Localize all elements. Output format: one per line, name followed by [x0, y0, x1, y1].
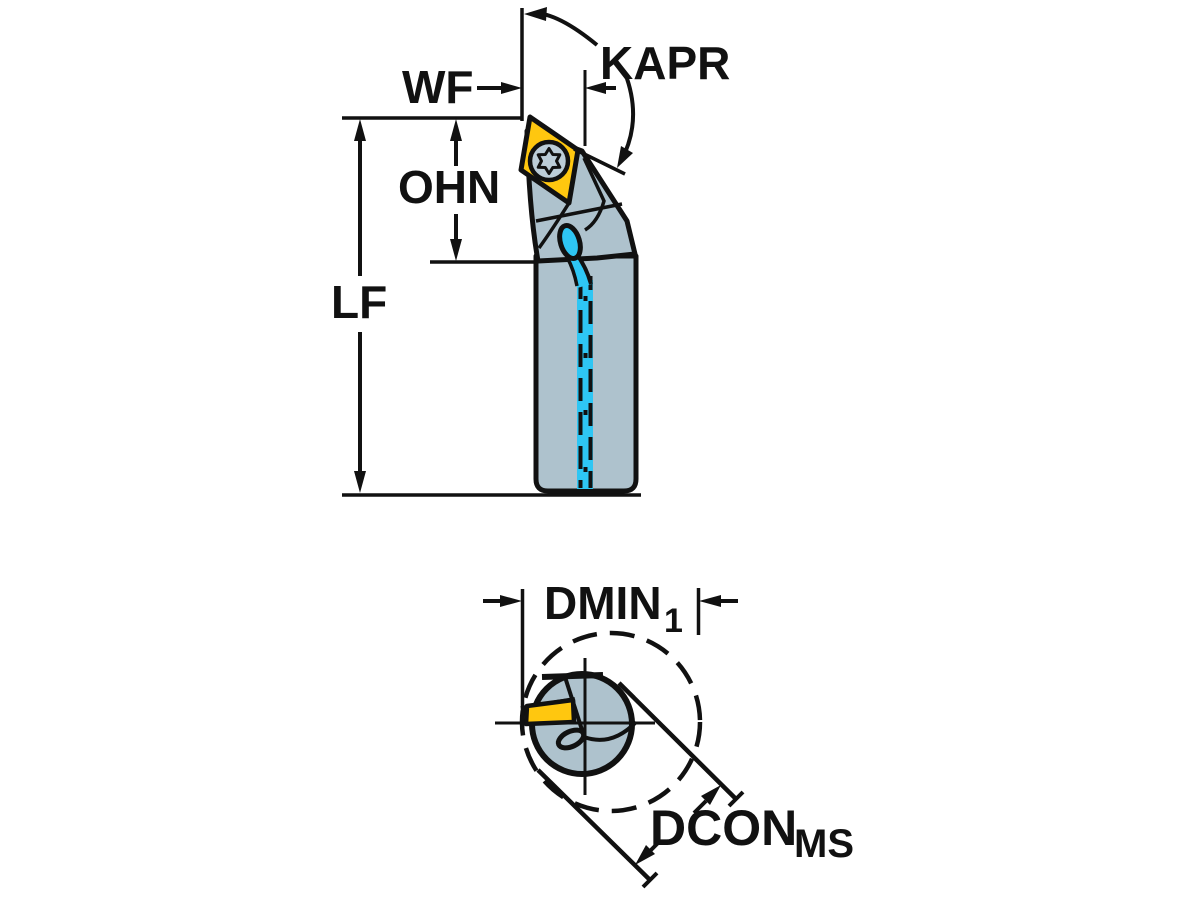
- dmin-subscript: 1: [664, 602, 683, 640]
- dcon-tangent-upper-tick: [727, 790, 745, 808]
- wf-arrow-right: [585, 82, 606, 94]
- lf-arrow-up: [354, 119, 366, 141]
- lf-arrow-down: [354, 471, 366, 493]
- dcon-arrow-upper: [701, 785, 721, 805]
- torx-screw-icon: [536, 147, 562, 175]
- dcon-arrow-lower-tail: [648, 838, 663, 853]
- ohn-label: OHN: [398, 161, 500, 213]
- ohn-arrow-down: [450, 239, 462, 261]
- wf-label: WF: [402, 61, 474, 113]
- coolant-nozzle: [557, 223, 583, 261]
- head-seat-line: [535, 202, 623, 223]
- head-pocket-line: [582, 157, 606, 232]
- dcon-arrow-upper-tail: [692, 799, 708, 815]
- ohn-arrow-up: [450, 119, 462, 141]
- dcon-tangent-lower-tick: [641, 871, 659, 889]
- lf-label: LF: [331, 276, 387, 328]
- kapr-label: KAPR: [600, 37, 730, 89]
- insert-end: [523, 697, 577, 727]
- dcon-label: DCON: [650, 800, 797, 856]
- coolant-hole-end-view: [555, 727, 587, 751]
- bar-flat-top: [541, 672, 604, 680]
- dcon-tangent-upper: [617, 681, 738, 801]
- kapr-arc-upper-arrow: [524, 7, 547, 21]
- pocket-curve: [583, 720, 638, 742]
- dmin-label: DMIN: [544, 577, 662, 629]
- wf-arrow-left: [501, 82, 522, 94]
- end-view: DMIN 1 DCON MS: [483, 577, 854, 889]
- side-view: WF KAPR OHN LF: [331, 7, 730, 497]
- cutting-edge-line: [573, 147, 626, 176]
- kapr-arc-lower-arrow: [617, 146, 633, 168]
- dmin-arrow-left: [500, 595, 522, 607]
- dcon-tangent-lower: [536, 768, 652, 882]
- coolant-stream: [568, 252, 592, 288]
- dmin-arrow-right: [699, 595, 721, 607]
- dcon-subscript: MS: [794, 822, 854, 866]
- head-clamp-line: [537, 202, 571, 250]
